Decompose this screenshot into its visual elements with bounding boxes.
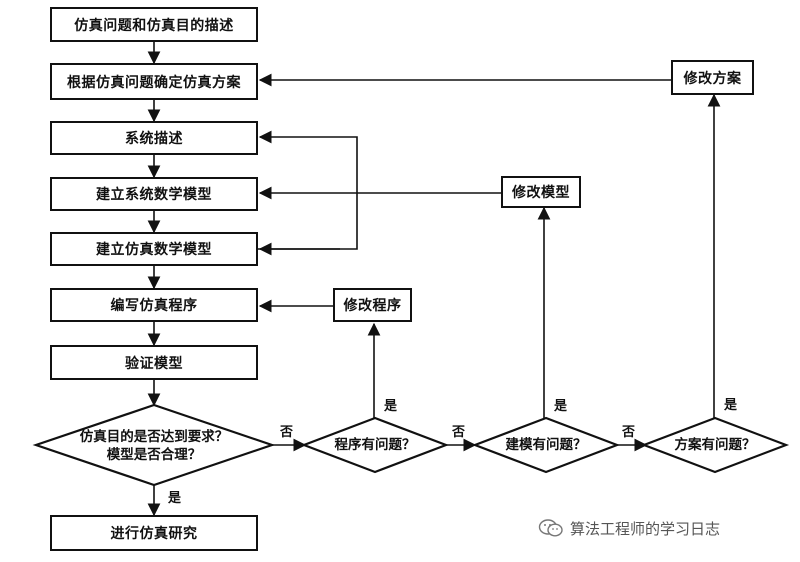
box-modify-plan: 修改方案 [671, 60, 754, 95]
wechat-icon [538, 519, 563, 537]
decision-plan-issue [640, 416, 790, 474]
box-verify-model: 验证模型 [50, 345, 258, 380]
box-describe-problem: 仿真问题和仿真目的描述 [50, 7, 258, 42]
box-modify-model: 修改模型 [501, 176, 581, 208]
decision-program-issue [300, 416, 450, 474]
decision-modeling-issue-text: 建模有问题？ [505, 437, 587, 453]
box-system-description: 系统描述 [50, 121, 258, 155]
box-write-program: 编写仿真程序 [50, 288, 258, 322]
decision-program-issue-text: 程序有问题？ [334, 437, 416, 453]
label-no-2: 否 [452, 425, 466, 440]
box-conduct-research: 进行仿真研究 [50, 515, 258, 551]
box-sim-math-model: 建立仿真数学模型 [50, 232, 258, 266]
label-yes-goal: 是 [168, 491, 182, 506]
decision-goal-met-line2: 模型是否合理？ [106, 447, 202, 463]
box-determine-plan: 根据仿真问题确定仿真方案 [50, 63, 258, 100]
watermark: 算法工程师的学习日志 [538, 515, 788, 541]
label-no-1: 否 [280, 425, 294, 440]
decision-modeling-issue [471, 416, 621, 474]
decision-goal-met-text: 仿真目的是否达到要求？ 模型是否合理？ [54, 428, 254, 464]
decision-goal-met [32, 403, 276, 487]
decision-plan-issue-text: 方案有问题？ [674, 437, 756, 453]
box-math-model: 建立系统数学模型 [50, 177, 258, 211]
label-yes-plan: 是 [724, 398, 738, 413]
label-yes-modeling: 是 [554, 399, 568, 414]
decision-goal-met-line1: 仿真目的是否达到要求？ [79, 429, 229, 445]
watermark-text: 算法工程师的学习日志 [570, 519, 721, 538]
label-yes-program: 是 [384, 399, 398, 414]
label-no-3: 否 [622, 425, 636, 440]
box-modify-program: 修改程序 [333, 288, 412, 322]
